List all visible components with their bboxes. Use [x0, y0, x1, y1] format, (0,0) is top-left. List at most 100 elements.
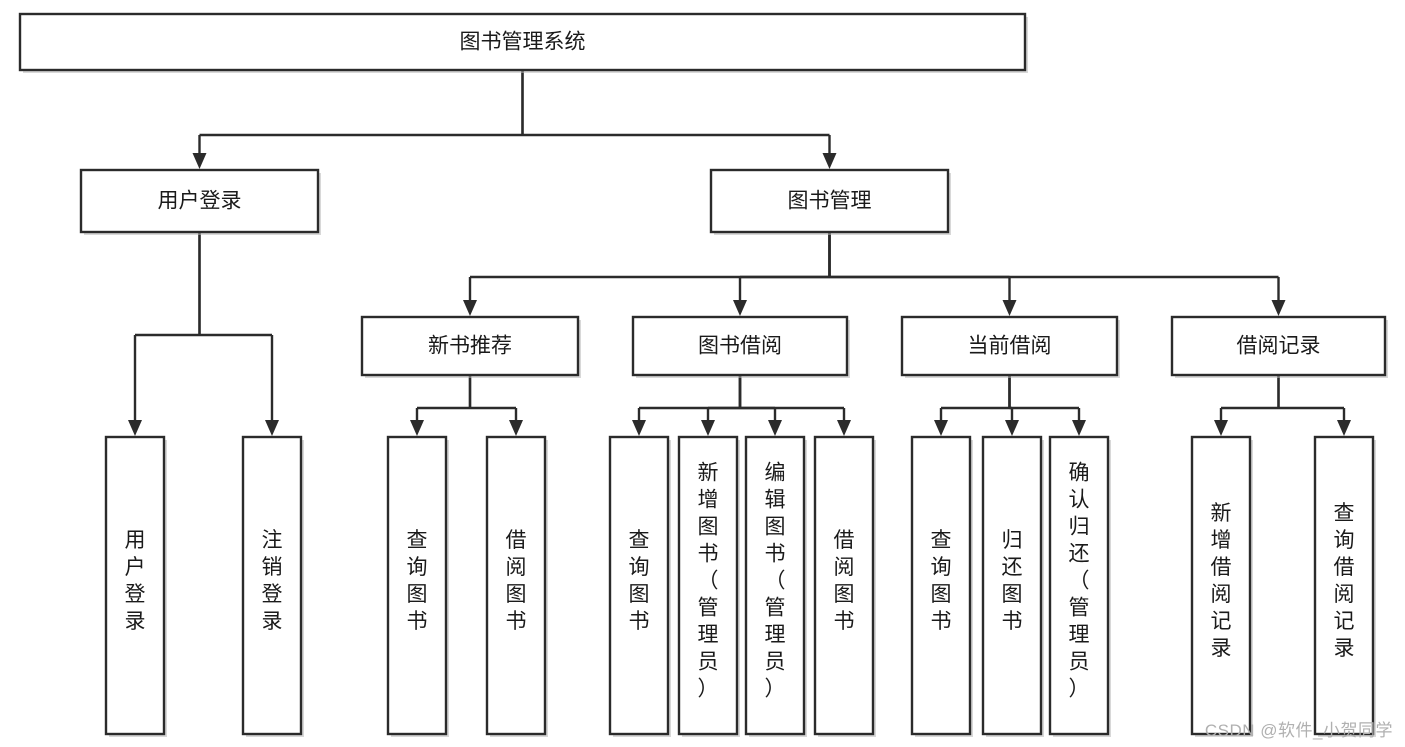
connector-root-to-user-login: [192, 70, 524, 169]
node-label: 确认归还（管理员）: [1069, 462, 1090, 701]
node-rect[interactable]: [1313, 435, 1375, 736]
node-leaf-add-record[interactable]: 新增借阅记录: [1190, 435, 1253, 737]
connector-borrow-record-to-leaf-add-record: [1214, 375, 1280, 436]
arrow-head-icon: [822, 153, 837, 169]
node-rect[interactable]: [608, 435, 670, 736]
connector-layer: [128, 70, 1351, 436]
connector-current-borrow-to-leaf-query-book-3: [934, 375, 1011, 436]
arrow-head-icon: [1337, 420, 1351, 436]
node-label: 借阅图书: [506, 529, 527, 633]
node-label: 用户登录: [158, 190, 242, 213]
node-borrow-record[interactable]: 借阅记录: [1170, 315, 1388, 378]
arrow-head-icon: [463, 300, 477, 316]
node-rect[interactable]: [981, 435, 1043, 736]
node-label: 查询图书: [931, 529, 952, 633]
arrow-head-icon: [1072, 420, 1086, 436]
node-rect[interactable]: [79, 168, 320, 234]
connector-user-login-to-leaf-logout: [198, 232, 279, 436]
node-label: 当前借阅: [968, 335, 1052, 358]
node-rect[interactable]: [1170, 315, 1387, 377]
arrow-head-icon: [1005, 420, 1019, 436]
node-leaf-user-login[interactable]: 用户登录: [104, 435, 167, 737]
connector-user-login-to-leaf-user-login: [128, 232, 201, 436]
node-current-borrow[interactable]: 当前借阅: [900, 315, 1120, 378]
node-leaf-add-book[interactable]: 新增图书（管理员）: [677, 435, 740, 737]
node-rect[interactable]: [910, 435, 972, 736]
node-rect[interactable]: [1190, 435, 1252, 736]
node-book-borrow[interactable]: 图书借阅: [631, 315, 850, 378]
arrow-head-icon: [632, 420, 646, 436]
node-leaf-borrow-book-1[interactable]: 借阅图书: [485, 435, 548, 737]
node-new-book-rec[interactable]: 新书推荐: [360, 315, 581, 378]
node-label: 借阅记录: [1237, 335, 1321, 358]
connector-book-manage-to-book-borrow: [733, 232, 831, 316]
node-rect[interactable]: [900, 315, 1119, 377]
node-rect[interactable]: [18, 12, 1027, 72]
node-label: 新增图书（管理员）: [698, 462, 719, 701]
node-leaf-query-book-3[interactable]: 查询图书: [910, 435, 973, 737]
node-rect[interactable]: [241, 435, 303, 736]
arrow-head-icon: [733, 300, 747, 316]
node-layer: 图书管理系统用户登录图书管理新书推荐图书借阅当前借阅借阅记录用户登录注销登录查询…: [18, 12, 1388, 737]
node-leaf-borrow-book-2[interactable]: 借阅图书: [813, 435, 876, 737]
node-label: 查询借阅记录: [1334, 502, 1355, 660]
node-label: 图书借阅: [698, 335, 782, 358]
connector-book-borrow-to-leaf-query-book-2: [632, 375, 742, 436]
node-label: 查询图书: [629, 529, 650, 633]
arrow-head-icon: [701, 420, 715, 436]
node-leaf-query-book-2[interactable]: 查询图书: [608, 435, 671, 737]
connector-new-book-rec-to-leaf-query-book-1: [410, 375, 472, 436]
arrow-head-icon: [934, 420, 948, 436]
node-label: 图书管理系统: [460, 31, 586, 54]
node-rect[interactable]: [360, 315, 580, 377]
node-book-manage[interactable]: 图书管理: [709, 168, 951, 235]
connector-new-book-rec-to-leaf-borrow-book-1: [468, 375, 523, 436]
arrow-head-icon: [837, 420, 851, 436]
node-leaf-query-record[interactable]: 查询借阅记录: [1313, 435, 1376, 737]
connector-book-borrow-to-leaf-borrow-book-2: [738, 375, 851, 436]
arrow-head-icon: [1271, 300, 1286, 316]
arrow-head-icon: [1002, 300, 1017, 316]
node-rect[interactable]: [709, 168, 950, 234]
node-label: 编辑图书（管理员）: [765, 462, 786, 701]
node-rect[interactable]: [631, 315, 849, 377]
node-label: 新增借阅记录: [1211, 502, 1232, 660]
connector-current-borrow-to-leaf-return-book: [1005, 375, 1019, 436]
arrow-head-icon: [192, 153, 207, 169]
node-leaf-edit-book[interactable]: 编辑图书（管理员）: [744, 435, 807, 737]
node-label: 归还图书: [1002, 529, 1023, 633]
connector-borrow-record-to-leaf-query-record: [1277, 375, 1351, 436]
node-rect[interactable]: [813, 435, 875, 736]
node-label: 借阅图书: [834, 529, 855, 633]
node-label: 用户登录: [125, 529, 146, 633]
node-rect[interactable]: [386, 435, 448, 736]
node-rect[interactable]: [485, 435, 547, 736]
connector-current-borrow-to-leaf-confirm-return: [1008, 375, 1086, 436]
arrow-head-icon: [1214, 420, 1228, 436]
node-label: 新书推荐: [428, 335, 512, 358]
connector-book-manage-to-current-borrow: [828, 232, 1017, 316]
node-rect[interactable]: [744, 435, 806, 736]
node-label: 查询图书: [407, 529, 428, 633]
node-rect[interactable]: [104, 435, 166, 736]
node-label: 图书管理: [788, 190, 872, 213]
node-user-login[interactable]: 用户登录: [79, 168, 321, 235]
node-leaf-logout[interactable]: 注销登录: [241, 435, 304, 737]
node-leaf-query-book-1[interactable]: 查询图书: [386, 435, 449, 737]
node-rect[interactable]: [677, 435, 739, 736]
connector-root-to-book-manage: [521, 70, 837, 169]
connector-book-borrow-to-leaf-edit-book: [738, 375, 782, 436]
arrow-head-icon: [768, 420, 782, 436]
node-leaf-return-book[interactable]: 归还图书: [981, 435, 1044, 737]
node-label: 注销登录: [262, 529, 283, 633]
arrow-head-icon: [410, 420, 424, 436]
connector-book-borrow-to-leaf-add-book: [701, 375, 742, 436]
connector-book-manage-to-new-book-rec: [463, 232, 831, 316]
arrow-head-icon: [128, 420, 142, 436]
arrow-head-icon: [265, 420, 279, 436]
node-leaf-confirm-return[interactable]: 确认归还（管理员）: [1048, 435, 1111, 737]
node-rect[interactable]: [1048, 435, 1110, 736]
node-root[interactable]: 图书管理系统: [18, 12, 1028, 73]
